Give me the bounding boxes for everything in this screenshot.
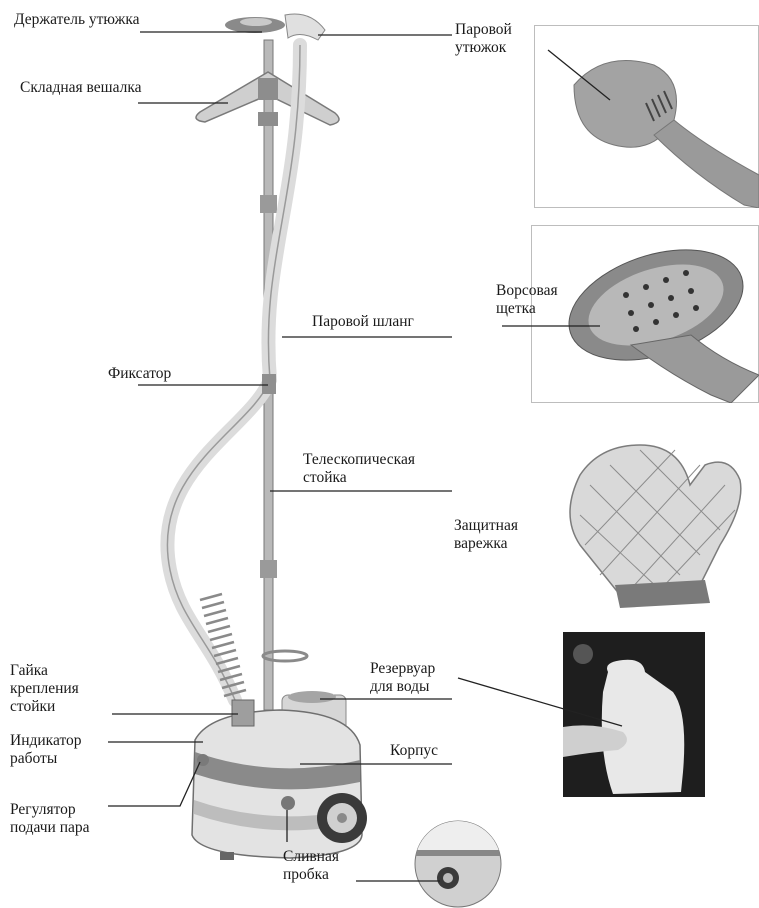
leader-water-tank-photo bbox=[458, 678, 622, 726]
label-bristle-brush: Ворсовая щетка bbox=[496, 282, 558, 318]
label-steam-hose: Паровой шланг bbox=[312, 313, 414, 331]
label-pole-nut: Гайка крепления стойки bbox=[10, 662, 79, 716]
label-steam-iron: Паровой утюжок bbox=[455, 21, 512, 57]
label-protective-mitten: Защитная варежка bbox=[454, 517, 518, 553]
label-body: Корпус bbox=[390, 742, 438, 760]
label-iron-holder: Держатель утюжка bbox=[14, 11, 140, 29]
leader-regulator bbox=[108, 762, 200, 806]
label-telescopic-pole: Телескопическая стойка bbox=[303, 451, 415, 487]
label-folding-hanger: Складная вешалка bbox=[20, 79, 142, 97]
label-steam-regulator: Регулятор подачи пара bbox=[10, 801, 90, 837]
label-clamp: Фиксатор bbox=[108, 365, 171, 383]
label-power-indicator: Индикатор работы bbox=[10, 732, 82, 768]
label-water-tank: Резервуар для воды bbox=[370, 660, 435, 696]
label-drain-plug: Сливная пробка bbox=[283, 848, 339, 884]
leader-steam-iron-inset bbox=[548, 50, 610, 100]
